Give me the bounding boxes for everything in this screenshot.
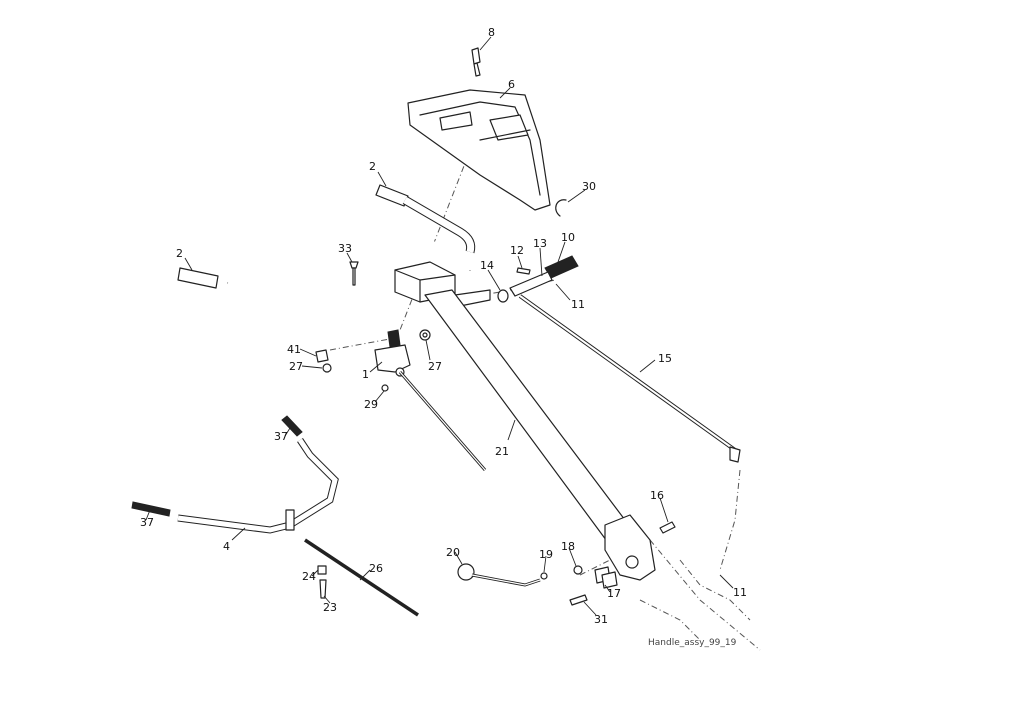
part-1-latch-bracket [374, 329, 411, 377]
callout-20: 20 [446, 546, 460, 559]
part-37-grip-upper [281, 415, 303, 437]
callout-4: 4 [223, 540, 230, 553]
callout-19: 19 [539, 548, 553, 561]
callout-11-upper: 11 [571, 298, 585, 311]
part-21-handle-tube [424, 289, 656, 581]
callout-2-upper: 2 [369, 160, 376, 173]
part-16-bolt [659, 521, 676, 534]
callout-21: 21 [495, 445, 509, 458]
callout-30: 30 [582, 180, 596, 193]
callout-16: 16 [650, 489, 664, 502]
part-2-grip-upper [375, 184, 409, 207]
part-33-screw [349, 261, 359, 286]
part-29-nut [381, 384, 389, 392]
callout-10: 10 [561, 231, 575, 244]
callout-27-left: 27 [289, 360, 303, 373]
callout-24: 24 [302, 570, 316, 583]
callout-37-left: 37 [140, 516, 154, 529]
part-12-bolt [516, 267, 531, 275]
callout-31: 31 [594, 613, 608, 626]
callout-17: 17 [607, 587, 621, 600]
part-2-grip-left [177, 267, 219, 289]
callout-18: 18 [561, 540, 575, 553]
part-10-lever-knob [509, 255, 579, 297]
part-23-bolt [319, 579, 327, 599]
callout-labels: 8 6 30 2 2 33 12 13 10 14 11 41 27 27 1 … [140, 26, 747, 626]
part-31-bolt [569, 594, 588, 606]
part-26-rod [304, 538, 419, 617]
callout-11-lower: 11 [733, 586, 747, 599]
part-37-grip-left [131, 501, 171, 517]
part-18-nut [573, 565, 583, 575]
part-41-spacer [315, 349, 329, 363]
callout-26: 26 [369, 562, 383, 575]
callout-2-left: 2 [176, 247, 183, 260]
part-24-clip [317, 565, 327, 575]
callout-8: 8 [488, 26, 495, 39]
leader-lines [145, 36, 734, 616]
callout-41: 41 [287, 343, 301, 356]
callout-33: 33 [338, 242, 352, 255]
callout-1: 1 [362, 368, 369, 381]
part-27-nut-left [322, 363, 332, 373]
callout-23: 23 [323, 601, 337, 614]
callout-27-right: 27 [428, 360, 442, 373]
part-8-bolt [471, 47, 481, 77]
part-6-console-cover [407, 89, 551, 211]
part-15-control-rod [518, 294, 741, 463]
callout-12: 12 [510, 244, 524, 257]
part-27-nut-right [419, 329, 431, 341]
callout-29: 29 [364, 398, 378, 411]
figure-caption: Handle_assy_99_19 [648, 638, 737, 648]
part-19-washer [540, 572, 548, 580]
assembly-lines [329, 129, 761, 651]
callout-37-upper: 37 [274, 430, 288, 443]
part-17-bushing [594, 566, 618, 589]
callout-6: 6 [508, 78, 515, 91]
part-4-lower-handle [177, 438, 339, 534]
callout-14: 14 [480, 259, 494, 272]
callout-13: 13 [533, 237, 547, 250]
callout-15: 15 [658, 352, 672, 365]
latch-rod [398, 371, 487, 471]
part-20-shift-lever [457, 563, 541, 587]
part-30-clip [555, 199, 567, 217]
part-14-bushing [497, 289, 509, 303]
